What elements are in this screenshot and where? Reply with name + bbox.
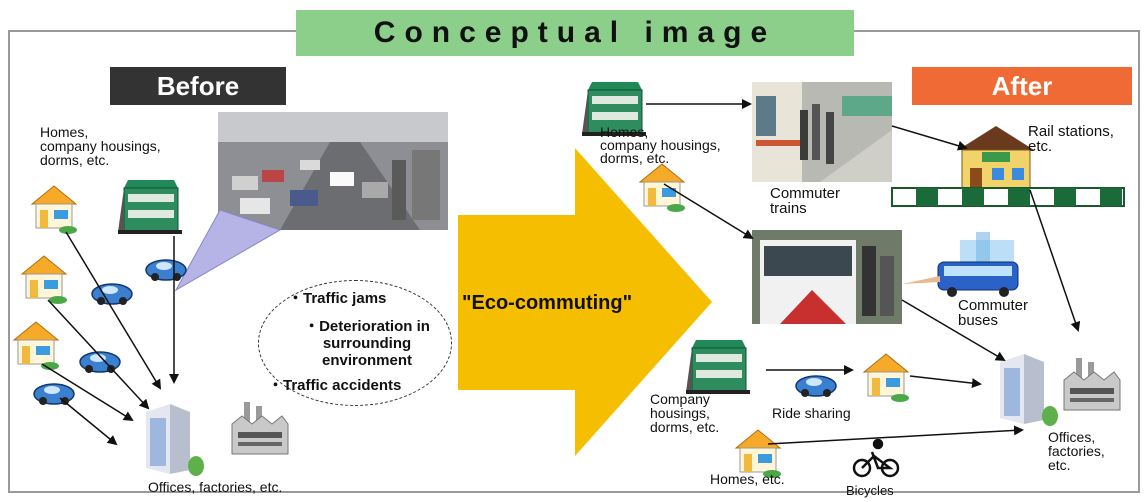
- rail-stations-label: Rail stations, etc.: [1028, 123, 1114, 155]
- diagram-title: Conceptual image: [296, 10, 854, 56]
- before-header: Before: [110, 67, 286, 105]
- factory-icon: [1063, 357, 1121, 411]
- commuter-trains-label: Commuter trains: [770, 185, 841, 217]
- apartment-icon: [117, 179, 183, 235]
- company-housings-label: Company housings, dorms, etc.: [650, 391, 720, 435]
- rail-track: [891, 187, 1125, 207]
- bicycle-icon: [852, 438, 900, 478]
- train-station-icon: [958, 126, 1034, 189]
- after-header: After: [912, 67, 1132, 105]
- car-icon: [91, 283, 133, 306]
- bicycles-label: Bicycles: [846, 483, 894, 498]
- after-homes-label: Homes, company housings, dorms, etc.: [600, 124, 721, 166]
- car-icon: [145, 259, 187, 282]
- bus-icon: [937, 232, 1019, 297]
- commuter-buses-label: Commuter buses: [958, 297, 1029, 329]
- after-destination-label: Offices, factories, etc.: [1048, 429, 1105, 473]
- eco-commuting-arrow: [458, 148, 712, 456]
- bus-photo: [752, 230, 902, 324]
- house-icon: [13, 321, 60, 371]
- issue-deterioration: ・Deterioration in surrounding environmen…: [304, 318, 430, 369]
- before-arrows: [41, 231, 179, 446]
- house-icon: [639, 163, 686, 213]
- before-destination-label: Offices, factories, etc.: [148, 479, 283, 495]
- house-icon: [863, 353, 910, 403]
- car-icon: [795, 375, 837, 398]
- factory-icon: [231, 401, 289, 455]
- issue-traffic-accidents: ・Traffic accidents: [268, 377, 402, 394]
- office-building-icon: [146, 404, 204, 476]
- car-icon: [33, 383, 75, 406]
- eco-commuting-label: "Eco-commuting": [462, 292, 633, 314]
- traffic-photo: [218, 112, 448, 230]
- callout-pointer: [174, 209, 282, 292]
- homes-etc-label: Homes, etc.: [710, 471, 785, 487]
- ride-sharing-label: Ride sharing: [772, 405, 851, 421]
- issue-traffic-jams: ・Traffic jams: [288, 290, 387, 307]
- train-photo: [752, 82, 892, 182]
- after-arrows: [646, 99, 1081, 445]
- house-icon: [21, 255, 68, 305]
- apartment-icon: [685, 339, 751, 395]
- issues-ellipse: [258, 280, 452, 406]
- before-homes-label: Homes, company housings, dorms, etc.: [40, 124, 161, 168]
- office-building-icon: [1000, 354, 1058, 426]
- house-icon: [31, 185, 78, 235]
